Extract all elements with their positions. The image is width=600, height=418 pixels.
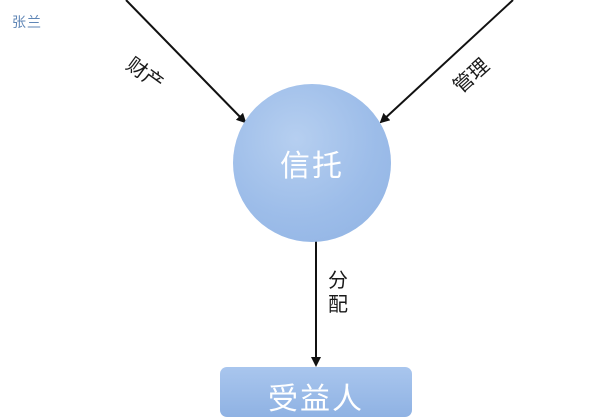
trust-node-label: 信托	[280, 149, 344, 184]
arrow-right-to-center	[379, 0, 514, 124]
trust-node: 信托	[233, 84, 391, 242]
author-name: 张兰	[12, 15, 42, 31]
beneficiary-node-label: 受益人	[268, 382, 364, 417]
diagram-arrows	[125, 0, 514, 367]
arrow-left-to-center	[125, 0, 247, 124]
beneficiary-node: 受益人	[220, 367, 412, 417]
diagram-canvas: 张兰 财产 管理 分配 信托 受益人	[12, 0, 514, 417]
edge-label-distribution: 分配	[328, 268, 348, 316]
